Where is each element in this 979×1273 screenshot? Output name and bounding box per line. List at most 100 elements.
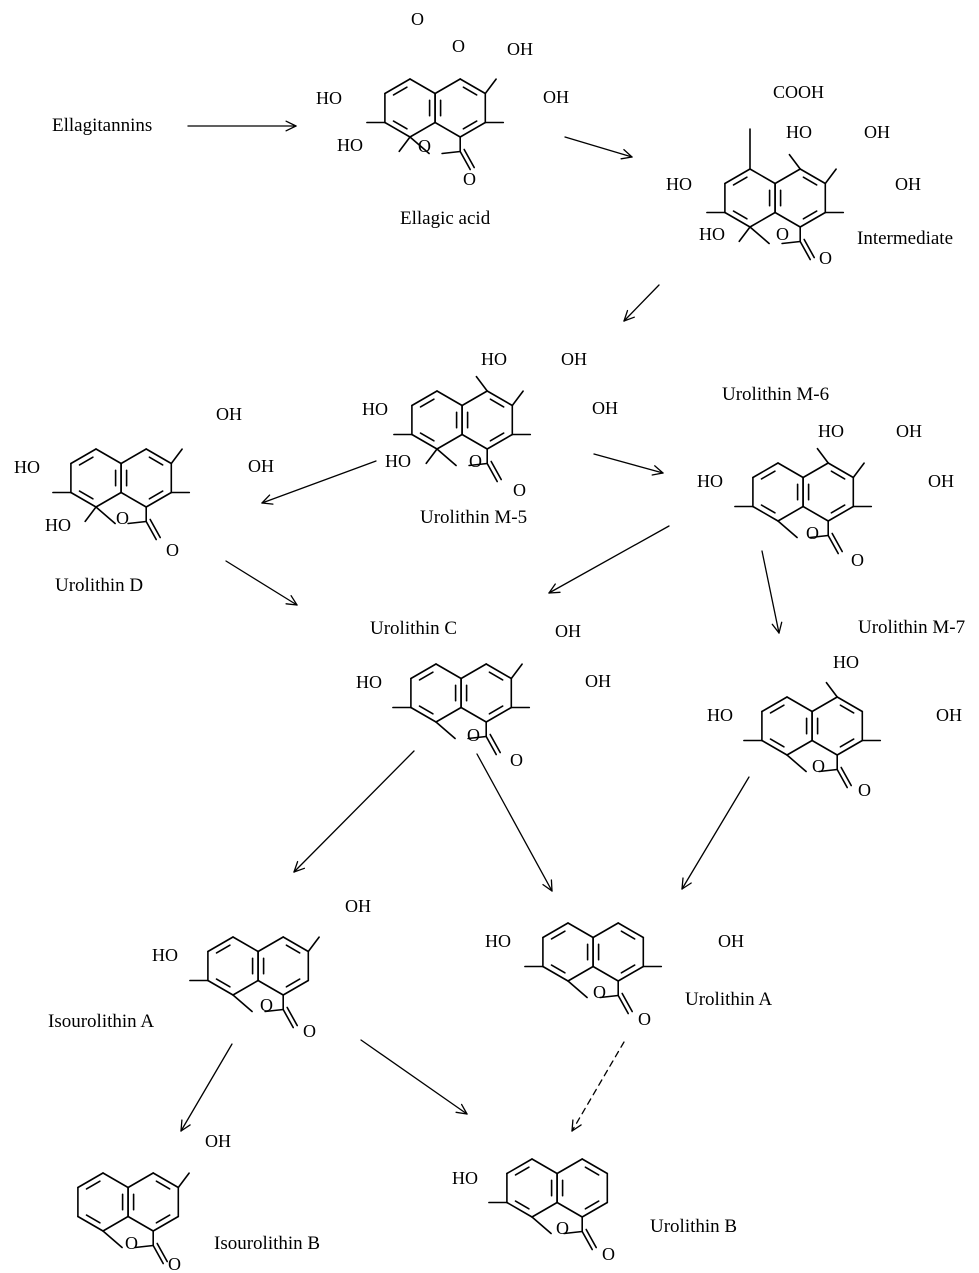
urolithin-m6-carbonyl-bond-2 [831,532,844,553]
intermediate-cooh: COOH [773,82,824,102]
isourolithin-a-structure [189,936,320,1029]
urolithin-b-o-c-bond [563,1230,584,1235]
urolithin-d-carbonyl-o: O [166,540,179,560]
urolithin-m7-ring-c-double-bond [839,738,855,748]
urolithin-d-ho-left: HO [14,457,40,477]
urolithin-a-ring-c-double-bond [620,930,636,940]
ellagic-acid-ring-c-bond [459,121,487,138]
isourolithin-a-ring-a-double-bond [215,978,231,988]
urolithin-b-ring-c-bond [581,1158,609,1175]
arrowhead-urolithin-b [455,1111,468,1115]
arrow-ellagic-acid-to-intermediate [564,136,633,158]
urolithin-a-ring-c-bond [617,922,645,939]
arrowhead-urolithin-b [571,1124,582,1132]
isourolithin-b-ring-a-bond [77,1215,104,1232]
arrowhead-urolithin-m6 [654,465,664,474]
arrows-layer [180,120,783,1132]
urolithin-a-label: Urolithin A [685,989,772,1010]
urolithin-a-ring-c-bond [617,965,645,982]
urolithin-m6-substituent-bond [816,447,830,464]
intermediate-ring-c-bond [799,168,827,185]
isourolithin-b-carbonyl-bond-2 [156,1242,168,1263]
ellagic-acid-carbonyl-bond-2 [463,148,476,169]
arrowhead-urolithin-c [548,591,561,594]
arrow-urolithin-m7-to-urolithin-a [681,776,750,890]
urolithin-a-structure [524,922,663,1015]
isourolithin-b-carbonyl-o: O [168,1254,181,1273]
isourolithin-a-ring-a-bond [207,979,234,996]
arrow-urolithin-a-to-urolithin-b [571,1041,625,1132]
intermediate-ho-top: HO [786,122,812,142]
urolithin-m5-ho-lower: HO [385,451,411,471]
urolithin-a-carbonyl-bond [617,994,630,1015]
urolithin-b-carbonyl-bond-2 [585,1228,598,1249]
urolithin-a-ho-left: HO [485,931,511,951]
arrowhead-urolithin-c [285,603,298,606]
urolithin-c-ring-a-bond [435,706,462,723]
isourolithin-a-ho-left: HO [152,945,178,965]
urolithin-b-ring-a-bond [531,1201,558,1218]
ellagic-acid-ring-a-bond [409,78,436,95]
urolithin-b-carbonyl-bond [581,1230,594,1251]
urolithin-b-ring-c-double-bond [584,1166,600,1176]
urolithin-c-o-c-bond [467,735,488,740]
intermediate-structure [706,128,845,261]
urolithin-d-ring-o-bond [95,506,116,525]
urolithin-m5-ring-a-double-bond [419,432,435,442]
intermediate-ring-c-bond [774,211,802,228]
isourolithin-a-ring-c-bond [257,979,285,996]
urolithin-a-carbonyl-o: O [638,1009,651,1029]
intermediate-o-c-bond [781,240,802,245]
urolithin-d-ring-c-bond [120,448,147,465]
ellagic-acid-oh-right: OH [543,87,569,107]
ellagic-acid-ring-a-double-bond [392,120,408,130]
isourolithin-b-ring-a-double-bond [85,1180,101,1190]
urolithin-m6-structure [734,447,873,555]
urolithin-a-ring-c-double-bond [620,964,636,974]
urolithin-m6-ring-c-double-bond [830,504,846,514]
urolithin-m5-oh-right: OH [592,398,618,418]
urolithin-m6-carbonyl-bond [827,534,840,555]
urolithin-a-ring-a-double-bond [550,964,566,974]
arrow-intermediate-to-urolithin-m5 [623,284,660,322]
ellagic-acid-ring-c-double-bond [462,86,478,96]
ellagic-acid-ring-o-top: O [452,36,465,56]
ellagic-acid-label: Ellagic acid [400,208,491,229]
urolithin-m7-structure [743,681,882,789]
urolithin-b-ring-o-bond [531,1216,552,1235]
ellagic-acid-substituent-bond [398,136,411,153]
urolithin-m7-label: Urolithin M-7 [858,617,965,638]
arrowhead-urolithin-d [261,502,274,505]
intermediate-oh-right: OH [895,174,921,194]
ellagic-acid-ring-a-double-bond [392,86,408,96]
urolithin-m5-substituent-bond [425,448,438,465]
urolithin-b-ho-left: HO [452,1168,478,1188]
urolithin-m6-ring-a-bond [752,505,779,522]
urolithin-d-oh-top: OH [216,404,242,424]
urolithin-m6-ring-c-bond [802,462,830,479]
arrowhead-urolithin-b [571,1119,574,1132]
urolithin-c-ring-c-bond [485,706,513,723]
urolithin-d-ring-o: O [116,508,129,528]
urolithin-c-carbonyl-bond [485,735,498,756]
urolithin-d-ring-a-bond [70,491,97,508]
urolithin-a-ring-o: O [593,982,606,1002]
ellagic-acid-ring-c-bond [434,78,462,95]
arrowhead-urolithin-a [681,877,684,890]
urolithin-c-ring-a-double-bond [418,671,434,681]
urolithin-m7-ring-o-bond [786,754,807,773]
urolithin-b-label: Urolithin B [650,1216,737,1237]
ellagic-acid-ring-o-bottom: O [418,136,431,156]
urolithin-m5-ho-left: HO [362,399,388,419]
urolithin-d-ring-a-bond [70,448,97,465]
urolithin-m7-ho-top: HO [833,652,859,672]
urolithin-m7-ho-left: HO [707,705,733,725]
intermediate-carbonyl-o: O [819,248,832,268]
urolithin-c-ring-a-bond [435,663,462,680]
ellagic-acid-ring-a-bond [384,121,411,138]
urolithin-m5-ring-o-bond [436,448,457,467]
ellagitannins-label: Ellagitannins [52,115,152,136]
urolithin-c-ring-c-double-bond [488,671,504,681]
urolithin-a-ring-a-bond [567,922,594,939]
urolithin-m5-carbonyl-bond [486,462,499,483]
